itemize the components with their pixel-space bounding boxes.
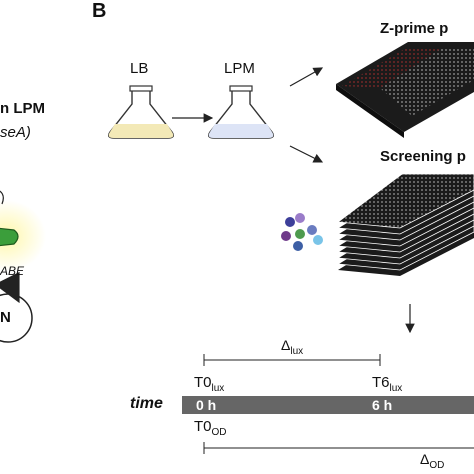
delta-od-subscript: OD xyxy=(429,459,445,471)
flask-lb-icon xyxy=(107,85,175,139)
yellow-arrow-icon xyxy=(0,271,20,304)
timeline-bar xyxy=(182,396,474,414)
t0-lux-text: T0 xyxy=(194,374,212,391)
delta-lux-subscript: lux xyxy=(290,345,304,357)
screening-plate-stack xyxy=(336,173,474,276)
t6-lux-subscript: lux xyxy=(389,383,403,394)
delta-lux-bracket xyxy=(203,354,381,366)
t0-od-label: T0OD xyxy=(194,418,227,438)
delta-lux-symbol: Δ xyxy=(281,337,291,353)
left-circle-letter: N xyxy=(0,309,11,326)
time-axis-label: time xyxy=(130,395,163,412)
t6-lux-text: T6 xyxy=(372,374,390,391)
green-bacterium-icon xyxy=(0,227,19,247)
arrow-to-screening xyxy=(289,145,324,163)
left-title-fragment: n LPM xyxy=(0,100,45,117)
zprime-plate-title: Z-prime p xyxy=(380,20,449,37)
panel-letter: B xyxy=(92,0,107,22)
delta-od-bracket xyxy=(203,442,474,454)
left-gene-fragment: seA) xyxy=(0,124,31,141)
t0-lux-subscript: lux xyxy=(211,383,225,394)
flask-lb-label: LB xyxy=(130,60,149,77)
t6-lux-label: T6lux xyxy=(372,374,402,394)
bubble-outline xyxy=(0,190,4,205)
cell-glow xyxy=(0,200,46,272)
t0-od-subscript: OD xyxy=(211,427,227,438)
tick-0h-label: 0 h xyxy=(196,397,217,413)
t0-lux-label: T0lux xyxy=(194,374,224,394)
flask-lpm-label: LPM xyxy=(224,60,255,77)
t0-od-text: T0 xyxy=(194,418,212,435)
delta-od-symbol: Δ xyxy=(420,451,430,467)
arrow-to-zprime xyxy=(289,67,324,87)
compound-spheres-icon xyxy=(281,213,323,251)
screening-plate-title: Screening p xyxy=(380,148,466,165)
zprime-plate-icon xyxy=(336,42,474,138)
delta-lux-label: Δlux xyxy=(281,337,303,357)
delta-od-label: ΔOD xyxy=(420,451,444,471)
tick-6h-label: 6 h xyxy=(372,397,393,413)
flask-lpm-icon xyxy=(207,85,275,139)
left-cell-illustration xyxy=(0,190,46,343)
left-operon-fragment: ABE xyxy=(0,264,25,278)
